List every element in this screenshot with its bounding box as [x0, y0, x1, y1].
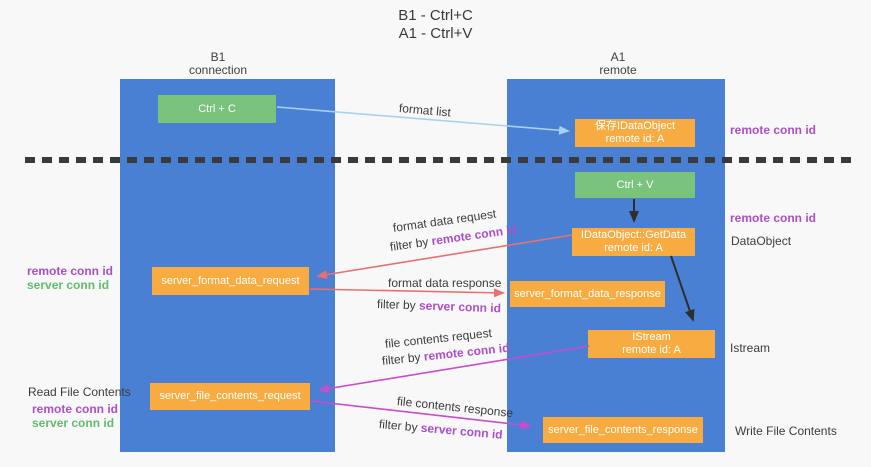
right-column-name: A1: [610, 50, 626, 64]
remote-conn-id-annotation-top: remote conn id: [730, 123, 817, 137]
right-column-header: A1 remote: [558, 51, 678, 77]
filter-by-text-3: filter by: [381, 349, 425, 368]
server-file-contents-request-node: server_file_contents_request: [150, 383, 310, 410]
write-file-contents-annotation: Write File Contents: [735, 424, 837, 438]
file-contents-response-edge-label: file contents response: [396, 394, 514, 421]
left-column-header: B1 connection: [158, 51, 278, 77]
filter-by-text-1: filter by: [389, 234, 433, 254]
left-conn-id-stack-2: remote conn id server conn id: [32, 402, 118, 430]
format-list-edge-label: format list: [398, 101, 452, 120]
left-remote-conn-id-1: remote conn id: [27, 264, 114, 278]
clipboard-divider-line: [25, 157, 851, 163]
istream-node: IStream remote id: A: [588, 330, 715, 358]
istream-line1: IStream: [632, 331, 671, 343]
format-data-response-edge-label: format data response: [388, 276, 502, 290]
ctrl-c-label: Ctrl + C: [198, 102, 236, 115]
save-dataobject-node: 保存IDataObject remote id: A: [575, 119, 695, 147]
ctrl-c-node: Ctrl + C: [158, 95, 276, 123]
server-file-contents-response-node: server_file_contents_response: [543, 417, 703, 443]
server-format-data-response-node: server_format_data_response: [510, 281, 665, 307]
left-column-name: B1: [210, 50, 226, 64]
getdata-line1: IDataObject::GetData: [580, 229, 687, 241]
left-server-conn-id-2: server conn id: [32, 416, 115, 430]
diagram-title: B1 - Ctrl+C A1 - Ctrl+V: [0, 7, 871, 43]
right-column-role: remote: [599, 63, 637, 77]
server-format-data-request-label: server_format_data_request: [161, 274, 300, 287]
filter-by-text-2: filter by: [376, 297, 420, 313]
getdata-node: IDataObject::GetData remote id: A: [572, 228, 695, 256]
title-line-1: B1 - Ctrl+C: [398, 7, 473, 24]
dataobject-annotation: DataObject: [731, 234, 792, 248]
filter-server-conn-id-1: server conn id: [418, 298, 502, 316]
istream-line2: remote id: A: [622, 344, 681, 356]
format-data-response-filter-label: filter by server conn id: [377, 297, 501, 315]
left-column-role: connection: [188, 63, 248, 77]
left-server-conn-id-1: server conn id: [27, 278, 110, 292]
title-line-2: A1 - Ctrl+V: [398, 25, 473, 42]
istream-annotation: Istream: [730, 341, 771, 355]
read-file-contents-annotation: Read File Contents: [28, 385, 131, 399]
filter-by-text-4: filter by: [378, 417, 422, 435]
remote-conn-id-annotation-mid: remote conn id: [730, 211, 817, 225]
ctrl-v-node: Ctrl + V: [575, 172, 695, 198]
getdata-line2: remote id: A: [604, 242, 663, 254]
save-dataobject-line2: remote id: A: [605, 133, 665, 145]
server-file-contents-request-label: server_file_contents_request: [159, 390, 301, 402]
save-dataobject-line1: 保存IDataObject: [594, 120, 676, 132]
left-remote-conn-id-2: remote conn id: [32, 402, 119, 416]
server-format-data-response-label: server_format_data_response: [514, 287, 661, 300]
server-file-contents-response-label: server_file_contents_response: [548, 423, 698, 436]
left-conn-id-stack-1: remote conn id server conn id: [27, 264, 113, 292]
file-contents-response-filter-label: filter by server conn id: [378, 417, 503, 442]
server-format-data-request-node: server_format_data_request: [152, 267, 309, 295]
ctrl-v-label: Ctrl + V: [616, 178, 654, 191]
filter-server-conn-id-2: server conn id: [420, 420, 504, 442]
